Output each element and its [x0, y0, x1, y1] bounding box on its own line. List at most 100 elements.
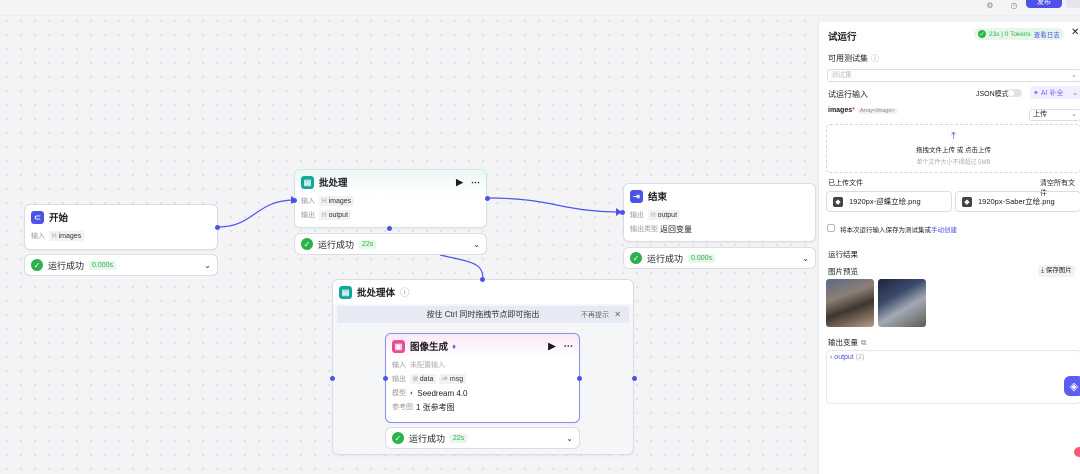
uploaded-file-1[interactable]: ◆1920px-迎蝶立绘.png	[826, 191, 952, 212]
output-label: 输出	[630, 212, 644, 219]
close-icon[interactable]: ✕	[614, 310, 621, 319]
end-status-bar[interactable]: ✓ 运行成功 0.000s ⌄	[623, 247, 816, 269]
status-text: 运行成功	[647, 253, 684, 264]
images-label: images*Array<Image>	[828, 107, 897, 114]
image-icon: ▨	[413, 376, 418, 382]
check-icon: ✓	[978, 30, 986, 38]
info-icon[interactable]: ⓘ	[871, 54, 879, 63]
sparkle-icon: ✦	[1033, 89, 1039, 97]
more-button[interactable]	[1066, 0, 1080, 8]
image-thumb-icon: ◆	[962, 196, 972, 207]
check-icon: ✓	[392, 432, 404, 444]
upload-icon: ⤒	[951, 131, 956, 142]
upload-dropzone[interactable]: ⤒ 拖拽文件上传 或 点击上传 单个文件大小不得超过 5MB	[826, 124, 1080, 173]
body-left-port[interactable]	[330, 376, 335, 381]
batch-icon: ▤	[301, 175, 314, 189]
output-type-label: 输出类型	[630, 226, 658, 233]
copy-icon[interactable]: ⧉	[861, 338, 867, 347]
save-testset-text: 将本次运行输入保存为测试集或手动创建	[840, 227, 957, 234]
start-status-bar[interactable]: ✓ 运行成功 0.000s ⌄	[24, 254, 218, 276]
status-text: 运行成功	[318, 239, 355, 250]
image-gen-in-port[interactable]	[383, 376, 388, 381]
check-icon: ✓	[630, 252, 642, 264]
chevron-down-icon: ⌄	[1071, 111, 1077, 118]
batch-body-port[interactable]	[387, 226, 392, 231]
chevron-down-icon[interactable]: ⌄	[802, 253, 809, 263]
time-badge: 0.000s	[89, 260, 117, 270]
batch-out-port[interactable]	[485, 196, 490, 201]
body-right-port[interactable]	[632, 376, 637, 381]
upload-text: 拖拽文件上传 或 点击上传	[915, 147, 992, 154]
model-value: Seedream 4.0	[417, 388, 468, 398]
info-icon[interactable]: ⓘ	[400, 288, 410, 299]
upload-hint: 单个文件大小不得超过 5MB	[916, 160, 991, 166]
input-title: 试运行输入	[828, 90, 868, 99]
uploaded-file-2[interactable]: ◆1920px-Saber立绘.png	[955, 191, 1080, 212]
variable-tag: [▪]images	[319, 196, 355, 206]
run-summary-badge: ✓ 23s | 0 Tokens 查看日志	[974, 28, 1064, 40]
array-icon: [▪]	[52, 233, 57, 239]
input-label: 输入	[31, 233, 45, 240]
batch-in-port[interactable]	[292, 198, 297, 203]
testset-select[interactable]: 测试集⌄	[827, 69, 1080, 82]
upload-mode-select[interactable]: 上传⌄	[1029, 109, 1080, 121]
array-icon: [▪]	[322, 198, 327, 204]
chevron-down-icon[interactable]: ⌄	[473, 239, 480, 249]
result-image-2[interactable]	[878, 279, 926, 327]
more-icon[interactable]: ⋯	[471, 176, 480, 187]
json-mode-toggle[interactable]	[1007, 89, 1022, 97]
output-type-value: 返回变量	[660, 224, 692, 234]
array-icon: [▪]	[651, 212, 656, 218]
check-icon: ✓	[301, 238, 313, 250]
variable-tag: [▪]output	[648, 210, 681, 220]
batch-status-bar[interactable]: ✓ 运行成功 22s ⌄	[294, 233, 487, 255]
variable-tag: [▪]images	[49, 231, 85, 241]
model-label: 模型	[392, 390, 406, 397]
result-title: 运行结果	[828, 250, 858, 259]
download-icon: ⤓	[1041, 267, 1044, 274]
string-icon: str	[442, 376, 448, 382]
input-label: 输入	[392, 362, 406, 369]
expand-icon[interactable]: ›	[830, 354, 833, 361]
end-icon: ⇥	[630, 189, 643, 203]
image-gen-out-port[interactable]	[577, 376, 582, 381]
uploaded-label: 已上传文件	[828, 180, 863, 187]
publish-button[interactable]: 发布	[1026, 0, 1062, 8]
start-icon: ⊂	[31, 210, 44, 224]
batch-title: 批处理	[319, 178, 348, 189]
time-badge: 0.000s	[688, 253, 716, 263]
clear-all-link[interactable]: 清空所有文件	[1040, 180, 1075, 197]
end-node[interactable]: ⇥结束 输出[▪]output 输出类型返回变量	[623, 183, 816, 242]
start-out-port[interactable]	[215, 225, 220, 230]
assistant-float-icon[interactable]: ◈	[1064, 376, 1080, 396]
start-node[interactable]: ⊂开始 输入[▪]images	[24, 204, 218, 250]
batch-body-title: 批处理体	[357, 288, 396, 299]
view-log-link[interactable]: 查看日志	[1033, 32, 1060, 39]
run-icon[interactable]: ▶	[456, 176, 463, 187]
drag-hint-text: 按住 Ctrl 同时拖拽节点即可拖出	[426, 310, 540, 319]
manual-create-link[interactable]: 手动创建	[931, 227, 957, 234]
history-icon[interactable]: ◷	[1010, 1, 1018, 10]
settings-icon[interactable]: ⚙	[986, 1, 994, 10]
run-stats: 23s | 0 Tokens	[989, 30, 1031, 38]
run-icon[interactable]: ▶	[548, 340, 556, 352]
notification-icon[interactable]	[1074, 447, 1080, 457]
batch-node[interactable]: ▤批处理▶⋯ 输入[▪]images 输出[▪]output	[294, 169, 487, 228]
save-image-button[interactable]: ⤓ 保存图片	[1038, 265, 1075, 277]
chevron-down-icon[interactable]: ⌄	[566, 433, 573, 443]
more-icon[interactable]: ⋯	[563, 340, 574, 352]
image-gen-title: 图像生成	[410, 342, 449, 353]
dismiss-link[interactable]: 不再提示	[581, 311, 609, 319]
result-image-1[interactable]	[826, 279, 874, 327]
end-in-port[interactable]	[620, 210, 625, 215]
close-icon[interactable]: ✕	[1071, 27, 1080, 38]
image-gen-status-bar[interactable]: ✓ 运行成功 22s ⌄	[385, 427, 580, 449]
save-testset-checkbox[interactable]	[827, 224, 835, 232]
batch-body-in-port[interactable]	[480, 277, 485, 282]
ai-fill-button[interactable]: ✦AI 补全⌄	[1030, 86, 1080, 99]
chevron-down-icon[interactable]: ⌄	[204, 260, 211, 270]
check-icon: ✓	[31, 259, 43, 271]
